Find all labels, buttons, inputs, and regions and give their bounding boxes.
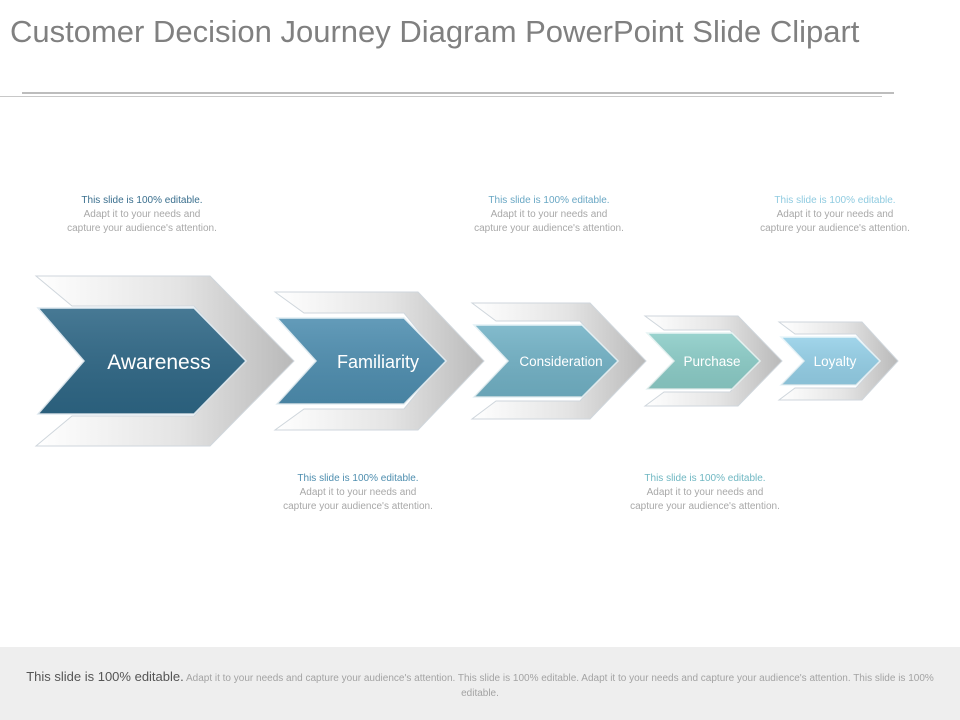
callout-body: Adapt it to your needs and capture your … (630, 487, 780, 512)
title-underline (22, 92, 894, 94)
callout-lead: This slide is 100% editable. (644, 473, 766, 484)
stage-purchase[interactable]: Purchase (643, 315, 783, 407)
footer-bar: This slide is 100% editable. Adapt it to… (0, 647, 960, 720)
stage-label-awareness: Awareness (107, 351, 211, 374)
stage-label-purchase: Purchase (683, 354, 740, 369)
callout-lead: This slide is 100% editable. (297, 473, 419, 484)
footer-lead: This slide is 100% editable. (26, 669, 184, 684)
stage-shell-consideration (470, 302, 647, 420)
stage-label-loyalty: Loyalty (814, 354, 857, 369)
callout-lead: This slide is 100% editable. (81, 195, 203, 206)
callout-familiarity: This slide is 100% editable. Adapt it to… (283, 472, 433, 514)
stage-shell-loyalty (777, 321, 899, 401)
footer-text: This slide is 100% editable. Adapt it to… (12, 669, 948, 701)
stage-shell-awareness (34, 275, 295, 447)
stage-familiarity[interactable]: Familiarity (273, 291, 485, 431)
stage-label-familiarity: Familiarity (337, 352, 419, 372)
callout-body: Adapt it to your needs and capture your … (760, 209, 910, 234)
callout-lead: This slide is 100% editable. (774, 195, 896, 206)
stage-label-consideration: Consideration (519, 354, 602, 369)
title-divider (0, 96, 882, 97)
callout-loyalty: This slide is 100% editable. Adapt it to… (760, 194, 910, 236)
slide-title: Customer Decision Journey Diagram PowerP… (10, 14, 860, 49)
stage-consideration[interactable]: Consideration (470, 302, 647, 420)
callout-purchase: This slide is 100% editable. Adapt it to… (630, 472, 780, 514)
stage-shell-familiarity (273, 291, 485, 431)
footer-body: Adapt it to your needs and capture your … (185, 673, 934, 699)
callout-body: Adapt it to your needs and capture your … (474, 209, 624, 234)
callout-consideration: This slide is 100% editable. Adapt it to… (474, 194, 624, 236)
callout-body: Adapt it to your needs and capture your … (67, 209, 217, 234)
callout-awareness: This slide is 100% editable. Adapt it to… (67, 194, 217, 236)
callout-lead: This slide is 100% editable. (488, 195, 610, 206)
callout-body: Adapt it to your needs and capture your … (283, 487, 433, 512)
stage-awareness[interactable]: Awareness (34, 275, 295, 447)
stage-shell-purchase (643, 315, 783, 407)
stage-loyalty[interactable]: Loyalty (777, 321, 899, 401)
